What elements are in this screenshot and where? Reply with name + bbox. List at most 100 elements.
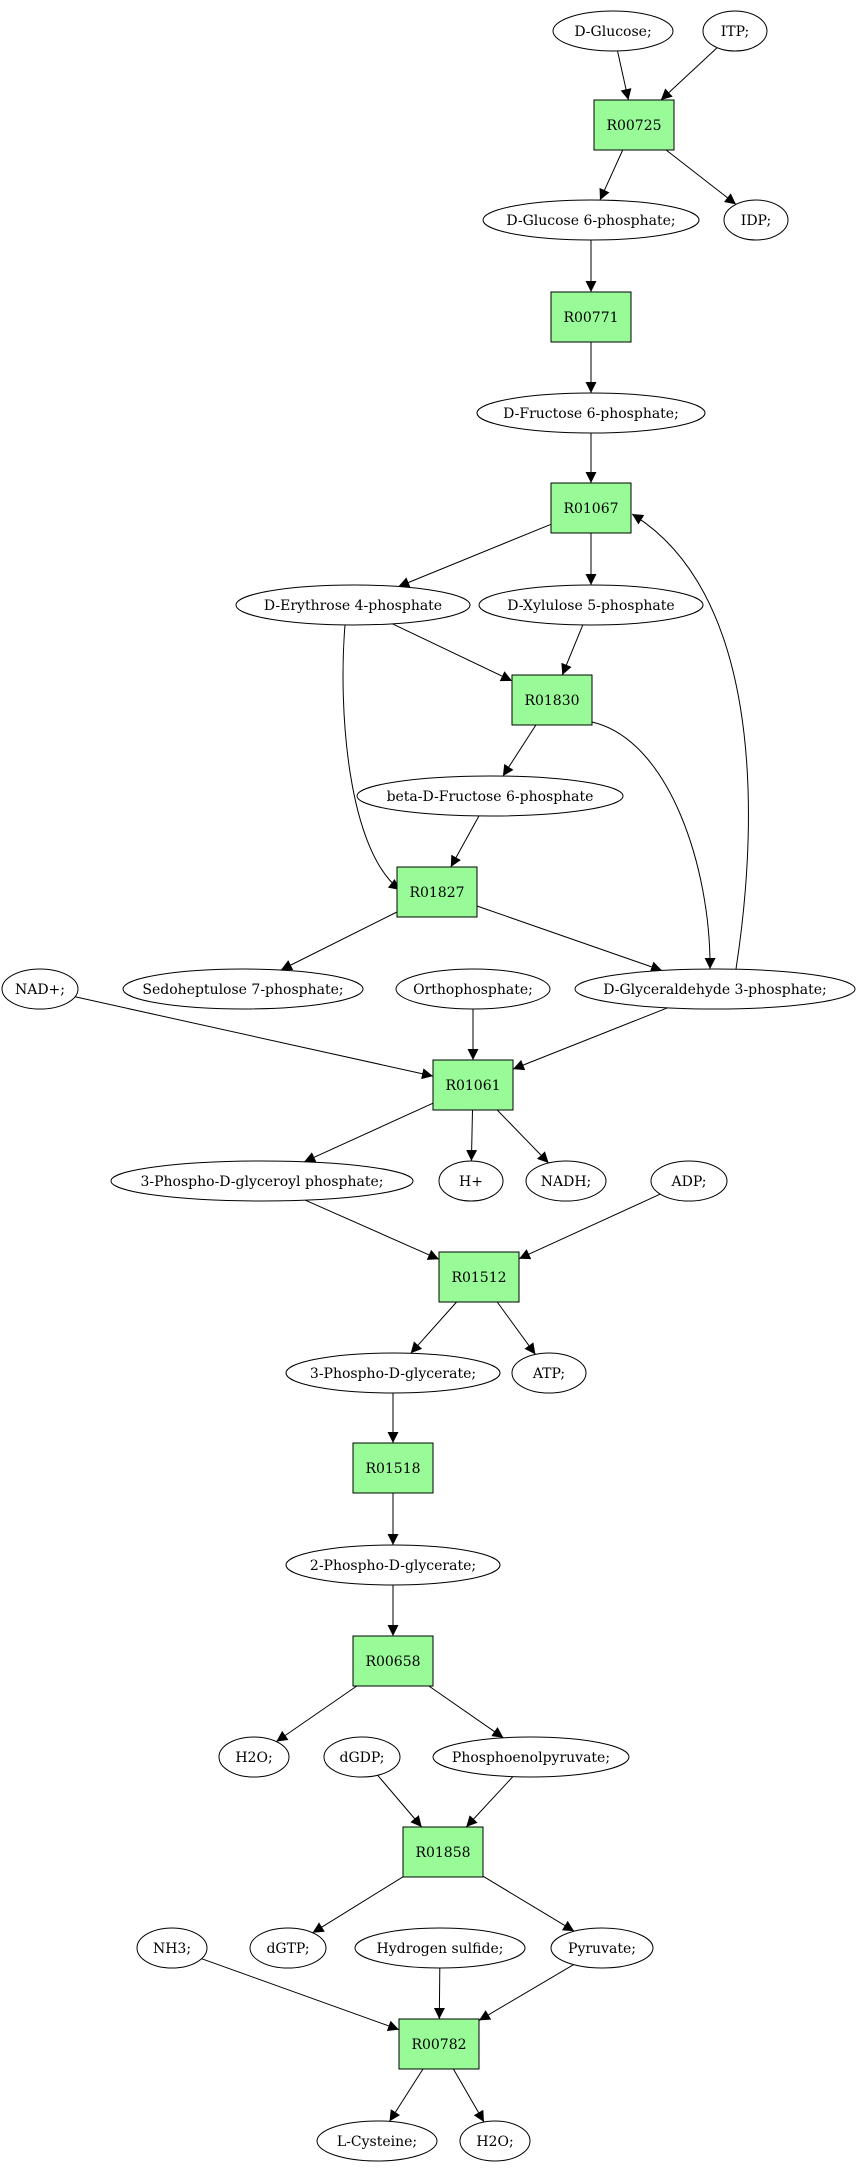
reaction-box — [550, 291, 632, 343]
node-label: R00771 — [563, 310, 618, 326]
edge-e4p-to-r01827 — [342, 624, 401, 891]
edge-pyr-to-r00782 — [478, 1964, 574, 2021]
compound-node-h2o: H2O; — [459, 2120, 531, 2162]
node-label: R01512 — [451, 1270, 506, 1286]
node-label: dGDP; — [339, 1750, 384, 1766]
compound-ellipse — [122, 968, 364, 1010]
compound-ellipse — [235, 584, 471, 626]
compound-node-d-fructose-6-phosphate: D-Fructose 6-phosphate; — [476, 392, 706, 434]
node-label: R01061 — [445, 1078, 500, 1094]
edge-glc-to-r00725 — [617, 50, 632, 101]
edge-r00725-to-g6p — [599, 149, 624, 201]
edge-r00658-to-h2o_a — [276, 1685, 358, 1743]
edge-r00782-to-cys — [389, 2068, 424, 2122]
node-label: H+ — [459, 1174, 483, 1190]
compound-ellipse — [432, 1736, 630, 1778]
edge-e4p-to-r01830 — [392, 623, 513, 682]
edge-r01858-to-dgtp — [312, 1876, 404, 1934]
compound-ellipse — [110, 1160, 414, 1202]
node-label: Pyruvate; — [568, 1941, 636, 1957]
reaction-node-r01858: R01858 — [402, 1826, 484, 1878]
compound-node-h: H+ — [438, 1160, 504, 1202]
node-label: ATP; — [532, 1366, 565, 1382]
node-label: R01067 — [563, 501, 618, 517]
compound-node-idp: IDP; — [723, 199, 789, 241]
reaction-box — [352, 1442, 434, 1494]
edge-r01827-to-ga3p — [476, 905, 663, 973]
node-label: dGTP; — [266, 1941, 309, 1957]
edge-bf6p-to-r01827 — [450, 815, 480, 868]
compound-ellipse — [723, 199, 789, 241]
edge-r01830-to-ga3p — [591, 721, 716, 970]
compound-ellipse — [316, 2120, 438, 2162]
node-label: H2O; — [235, 1750, 272, 1766]
compound-node-hydrogen-sulfide: Hydrogen sulfide; — [354, 1927, 526, 1969]
node-label: L-Cysteine; — [337, 2134, 417, 2150]
edge-r00725-to-idp — [665, 149, 737, 205]
reaction-box — [432, 1059, 514, 1111]
node-label: ITP; — [721, 24, 750, 40]
edge-layer — [74, 47, 749, 2123]
compound-ellipse — [323, 1736, 401, 1778]
edge-r01061-to-nadh — [496, 1109, 549, 1164]
node-label: D-Glucose; — [574, 24, 651, 40]
compound-node-orthophosphate: Orthophosphate; — [395, 968, 551, 1010]
reaction-box — [438, 1251, 520, 1303]
compound-ellipse — [356, 775, 624, 817]
edge-r01827-to-s7p — [280, 911, 398, 971]
compound-ellipse — [459, 2120, 531, 2162]
compound-ellipse — [525, 1160, 607, 1202]
compound-node-dgdp: dGDP; — [323, 1736, 401, 1778]
edge-dgdp-to-r01858 — [377, 1774, 423, 1828]
reaction-node-r00771: R00771 — [550, 291, 632, 343]
compound-ellipse — [482, 199, 700, 241]
compound-node-d-glucose-6-phosphate: D-Glucose 6-phosphate; — [482, 199, 700, 241]
compound-ellipse — [550, 1927, 654, 1969]
node-label: NADH; — [541, 1174, 592, 1190]
edge-itp-to-r00725 — [660, 47, 718, 101]
edge-pep-to-r01858 — [465, 1776, 514, 1828]
node-label: R01518 — [365, 1461, 420, 1477]
compound-node-sedoheptulose-7-phosphate: Sedoheptulose 7-phosphate; — [122, 968, 364, 1010]
node-label: R00658 — [365, 1654, 420, 1670]
edge-r00658-to-pep — [428, 1685, 504, 1739]
compound-node-dgtp: dGTP; — [249, 1927, 327, 1969]
reaction-box — [593, 99, 675, 151]
compound-ellipse — [218, 1736, 290, 1778]
reaction-node-r00782: R00782 — [398, 2018, 480, 2070]
compound-ellipse — [511, 1352, 587, 1394]
reaction-node-r01061: R01061 — [432, 1059, 514, 1111]
edge-r01858-to-pyr — [482, 1875, 575, 1932]
compound-node-phosphoenolpyruvate: Phosphoenolpyruvate; — [432, 1736, 630, 1778]
node-label: beta-D-Fructose 6-phosphate — [387, 789, 594, 805]
compound-node-3-phospho-d-glycerate: 3-Phospho-D-glycerate; — [285, 1352, 501, 1394]
compound-node-nh3: NH3; — [136, 1927, 208, 1969]
node-label: R01830 — [524, 693, 579, 709]
edge-r01061-to-hplus — [466, 1109, 478, 1162]
node-label: NAD+; — [15, 982, 65, 998]
compound-node-atp: ATP; — [511, 1352, 587, 1394]
edge-r01061-to-bpg — [303, 1102, 434, 1163]
compound-ellipse — [574, 968, 856, 1010]
compound-node-pyruvate: Pyruvate; — [550, 1927, 654, 1969]
compound-ellipse — [354, 1927, 526, 1969]
compound-ellipse — [285, 1544, 501, 1586]
node-label: H2O; — [476, 2134, 513, 2150]
compound-node-d-glyceraldehyde-3-phosphate: D-Glyceraldehyde 3-phosphate; — [574, 968, 856, 1010]
compound-ellipse — [650, 1160, 728, 1202]
node-label: 2-Phospho-D-glycerate; — [310, 1558, 476, 1574]
node-label: Sedoheptulose 7-phosphate; — [142, 982, 343, 998]
compound-ellipse — [478, 584, 704, 626]
edge-r01067-to-e4p — [398, 523, 552, 588]
node-label: D-Glucose 6-phosphate; — [506, 213, 675, 229]
edge-bpg-to-r01512 — [305, 1199, 440, 1260]
reaction-box — [402, 1826, 484, 1878]
reaction-node-r00658: R00658 — [352, 1635, 434, 1687]
edge-h2s-to-r00782 — [433, 1967, 445, 2020]
compound-node-nadh: NADH; — [525, 1160, 607, 1202]
reaction-box — [352, 1635, 434, 1687]
node-label: D-Glyceraldehyde 3-phosphate; — [603, 982, 826, 998]
edge-r00782-to-h2o_b — [452, 2068, 485, 2123]
